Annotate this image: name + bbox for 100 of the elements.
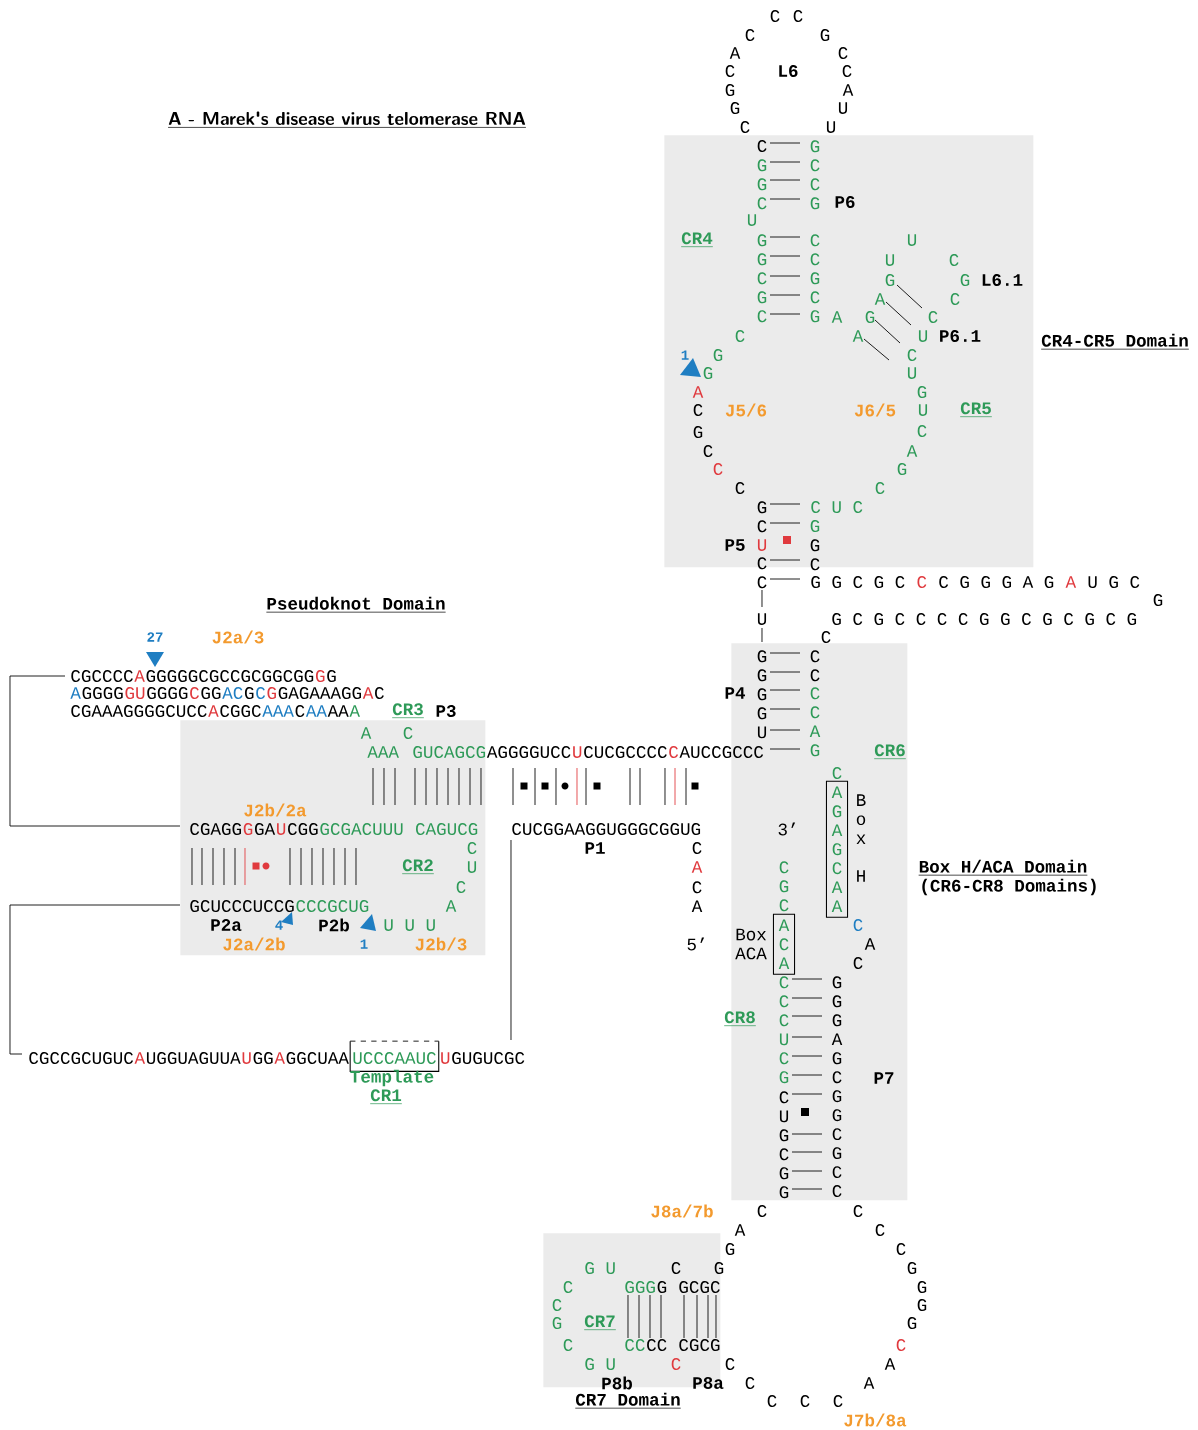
sequence-box: A G A G C A A [825,780,849,918]
nucleotide-sequence: G [713,349,723,361]
nucleotide-sequence: G [714,1262,724,1274]
nucleotide-sequence: C [467,842,477,854]
nucleotide-sequence: GG [201,687,221,699]
nucleotide-sequence: U [907,367,917,379]
junction-label: J7b/8a [844,1413,907,1427]
structure-label: P2b [319,918,349,932]
nucleotide-sequence: G C G C C C C G G C G C G C G [832,613,1137,625]
nucleotide-sequence: A [274,1052,285,1064]
region-label: CR1 [369,1089,403,1105]
nucleotide-sequence: U [907,234,917,246]
nucleotide-sequence: C C [757,557,767,589]
structure-label: P6 [835,196,855,208]
region-label: CR2 [401,859,435,875]
nucleotide-sequence: C [703,445,713,457]
junction-label: J2a/2b [223,937,285,951]
nucleotide-sequence: CGAAAGGGGCUCC [71,705,207,717]
nucleotide-sequence: A [445,900,457,912]
nucleotide-sequence: GGCUAA [286,1052,349,1064]
domain-title: CR7 Domain [574,1392,682,1409]
nucleotide-sequence: C [669,746,679,758]
nucleotide-sequence: 3’ [778,822,796,836]
position-number: 1 [360,939,368,949]
nucleotide-sequence: G [960,274,970,286]
nucleotide-sequence: C [563,1339,573,1351]
nucleotide-sequence: C [745,29,755,41]
nucleotide-sequence: GA [255,823,276,835]
nucleotide-sequence: G [657,1281,667,1293]
nucleotide-sequence: A [729,47,741,59]
nucleotide-sequence: GG [253,1052,273,1064]
nucleotide-sequence: U [918,404,928,416]
nucleotide-sequence: C [456,881,466,893]
title: A - Marek's disease virus telomerase RNA [167,111,527,128]
nucleotide-sequence: CCCGCUG [296,900,369,912]
nucleotide-sequence: G [897,463,907,475]
nucleotide-sequence: A [691,861,703,873]
nucleotide-sequence: C [949,254,959,266]
nucleotide-sequence: C [793,10,803,22]
nucleotide-sequence: GAGAAAGG [278,687,362,699]
nucleotide-sequence: C [907,349,917,361]
junction-label: J2a/3 [212,630,264,644]
region-label: CR6 [873,744,907,760]
nucleotide-sequence: C [838,47,848,59]
nucleotide-sequence: A [134,1052,146,1064]
nucleotide-sequence: C [842,65,852,77]
nucleotide-sequence: U [757,613,767,625]
structure-label: L6.1 [982,274,1023,286]
nucleotide-sequence: A [874,293,886,305]
nucleotide-sequence: AC [222,687,243,699]
nucleotide-sequence: G U [585,1358,615,1370]
nucleotide-sequence: 5’ [687,937,705,951]
nucleotide-sequence: C [403,727,413,739]
nucleotide-sequence: C [800,1395,810,1407]
nucleotide-sequence: G G G G U [757,650,767,739]
nucleotide-sequence: GUCAGCG [413,746,486,758]
nucleotide-sequence: A [134,670,145,682]
nucleotide-sequence: G [917,1281,927,1293]
nucleotide-sequence: A [852,330,864,342]
structure-label: P8a [693,1377,724,1389]
nucleotide-sequence: G [885,274,895,286]
nucleotide-sequence: U [242,1052,251,1064]
nucleotide-sequence: A [362,687,374,699]
nucleotide-sequence: G [907,1262,917,1274]
region-label: CR3 [391,703,425,719]
nucleotide-sequence: C [713,463,723,475]
nucleotide-sequence: C [875,1224,885,1236]
nucleotide-sequence: GGG [625,1281,655,1293]
nucleotide-sequence: C [757,1205,767,1217]
nucleotide-sequence: G [730,102,740,114]
nucleotide-sequence: GU [125,687,145,699]
structure-label: P4 [725,687,746,699]
nucleotide-sequence: G [552,1317,562,1329]
nucleotide-sequence: C [853,1205,863,1217]
position-number: 27 [147,632,163,642]
nucleotide-sequence: C G C [779,861,789,912]
nucleotide-sequence: C C A G [809,687,821,757]
nucleotide-sequence: A [884,1358,896,1370]
nucleotide-sequence: UGGUAGUUA [146,1052,241,1064]
nucleotide-sequence: CAGUCG [416,823,478,835]
nucleotide-sequence: G [315,670,325,682]
nucleotide-sequence: A [864,938,876,950]
nucleotide-sequence: C [833,1395,843,1407]
nucleotide-sequence: G [907,1317,917,1329]
nucleotide-sequence: G [243,823,253,835]
nucleotide-sequence: G C [757,501,767,533]
sequence-box: A C A [772,913,796,975]
nucleotide-sequence: C [693,404,703,416]
nucleotide-sequence: U [277,823,286,835]
nucleotide-sequence: C C G C G [810,234,820,323]
nucleotide-sequence: C [256,687,266,699]
nucleotide-sequence: U [918,330,928,342]
nucleotide-sequence: CC [647,1339,667,1351]
nucleotide-sequence: C [725,65,735,77]
nucleotide-sequence: GCGACUUU [320,823,403,835]
nucleotide-sequence: U G C [1088,576,1140,588]
nucleotide-sequence: U [757,539,767,551]
nucleotide-sequence: C [770,10,780,22]
nucleotide-sequence: GGGGGCGCCGCGGCGG [146,670,314,682]
nucleotide-sequence: C [896,1243,906,1255]
